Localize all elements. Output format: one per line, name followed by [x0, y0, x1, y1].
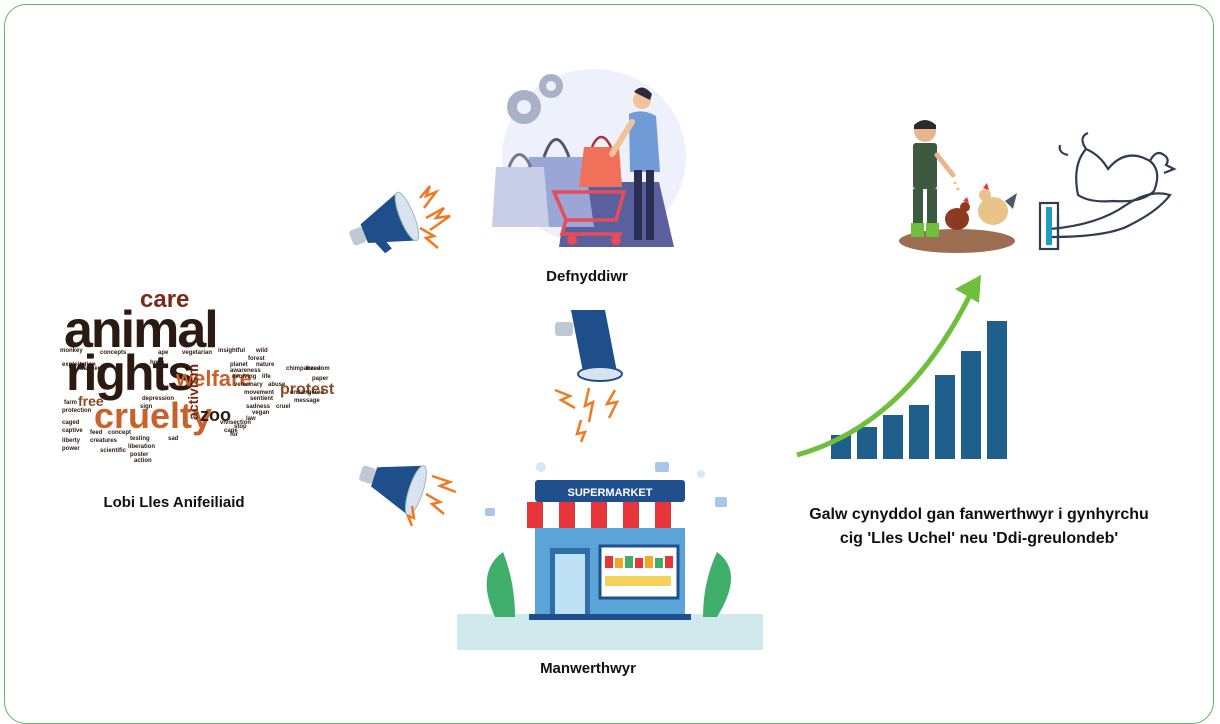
- word-endangered: endangered: [290, 390, 325, 396]
- retailer-label: Manwerthwyr: [540, 660, 636, 677]
- word-sign: sign: [140, 404, 153, 410]
- word-cage: cage: [224, 428, 238, 434]
- word-cruel: cruel: [276, 404, 291, 410]
- word-message: message: [294, 398, 320, 404]
- word-paper: paper: [312, 376, 329, 382]
- word-insightful: insightful: [218, 348, 245, 354]
- supermarket-illustration: SUPERMARKET: [457, 462, 763, 650]
- word-depression: depression: [142, 396, 175, 402]
- word-cruelty: cruelty: [94, 395, 213, 436]
- word-scientific: scientific: [100, 448, 127, 454]
- word-liberation: liberation: [128, 444, 156, 450]
- word-concepts: concepts: [100, 350, 127, 356]
- word-veterinary: veterinary: [234, 382, 263, 388]
- word-freedom: freedom: [306, 366, 330, 372]
- store-sign: SUPERMARKET: [568, 487, 653, 499]
- word-stop: stop: [234, 424, 247, 430]
- word-abuse: abuse: [268, 382, 286, 388]
- word-sadness: sadness: [246, 404, 271, 410]
- word-liberty: liberty: [62, 438, 81, 444]
- word-activism: activism: [185, 363, 201, 420]
- farmer-chickens-illustration: [899, 120, 1017, 253]
- word-welfare: welfare: [176, 366, 252, 391]
- word-forest: forest: [248, 356, 265, 362]
- word-power: power: [62, 446, 80, 452]
- word-free: free: [78, 393, 104, 409]
- word-animal: animal: [64, 301, 219, 359]
- word-hope: hope: [150, 360, 165, 366]
- word-nature: nature: [256, 362, 275, 368]
- word-life: life: [262, 374, 271, 380]
- word-sad: sad: [168, 436, 179, 442]
- word-poster: poster: [130, 452, 149, 458]
- word-vegetarian: vegetarian: [182, 350, 213, 356]
- word-action: action: [134, 458, 152, 464]
- word-caged: caged: [62, 420, 80, 426]
- lobby-label: Lobi Lles Anifeiliaid: [103, 494, 245, 511]
- megaphone-icon: [359, 465, 457, 527]
- demand-text-line2: cig 'Lles Uchel' neu 'Ddi-greulondeb': [839, 530, 1119, 547]
- word-zoo: zoo: [200, 405, 231, 425]
- word-law: law: [246, 416, 256, 422]
- word-banner: banner: [80, 366, 101, 372]
- hen-in-hand-icon: [1038, 131, 1177, 251]
- word-protection: protection: [62, 408, 92, 414]
- word-sentient: sentient: [250, 396, 274, 402]
- word-wild: wild: [256, 348, 268, 354]
- word-vegan: vegan: [252, 410, 270, 416]
- word-planet: planet: [230, 362, 248, 368]
- word-fur: fur: [230, 432, 238, 438]
- word-captive: captive: [62, 428, 83, 434]
- word-exploitation: exploitation: [62, 362, 96, 368]
- spark-icon: [419, 185, 440, 209]
- shopping-consumer-illustration: [492, 69, 686, 247]
- word-feed: feed: [90, 430, 103, 436]
- word-ape: ape: [158, 350, 169, 356]
- word-farm: farm: [64, 400, 78, 406]
- word-creatures: creatures: [90, 438, 118, 444]
- word-awareness: awareness: [230, 368, 261, 374]
- animal-rights-word-cloud: care animal rights cruelty welfare prote…: [50, 286, 340, 466]
- word-care: care: [140, 286, 190, 313]
- word-monkey: monkey: [60, 348, 83, 354]
- megaphone-icon: [349, 185, 451, 254]
- megaphone-icon: [554, 310, 623, 443]
- word-concept: concept: [108, 430, 132, 436]
- word-rights: rights: [66, 345, 195, 401]
- word-protest: protest: [280, 381, 335, 398]
- word-testing: testing: [130, 436, 150, 442]
- consumer-label: Defnyddiwr: [546, 268, 628, 285]
- demand-text-line1: Galw cynyddol gan fanwerthwyr i gynhyrch…: [809, 506, 1149, 523]
- growth-bar-chart-icon: [796, 275, 1007, 459]
- word-chimpanzee: chimpanzee: [286, 366, 321, 372]
- word-vivisection: vivisection: [220, 420, 252, 426]
- word-evolving: evolving: [232, 374, 257, 380]
- word-movement: movement: [244, 390, 275, 396]
